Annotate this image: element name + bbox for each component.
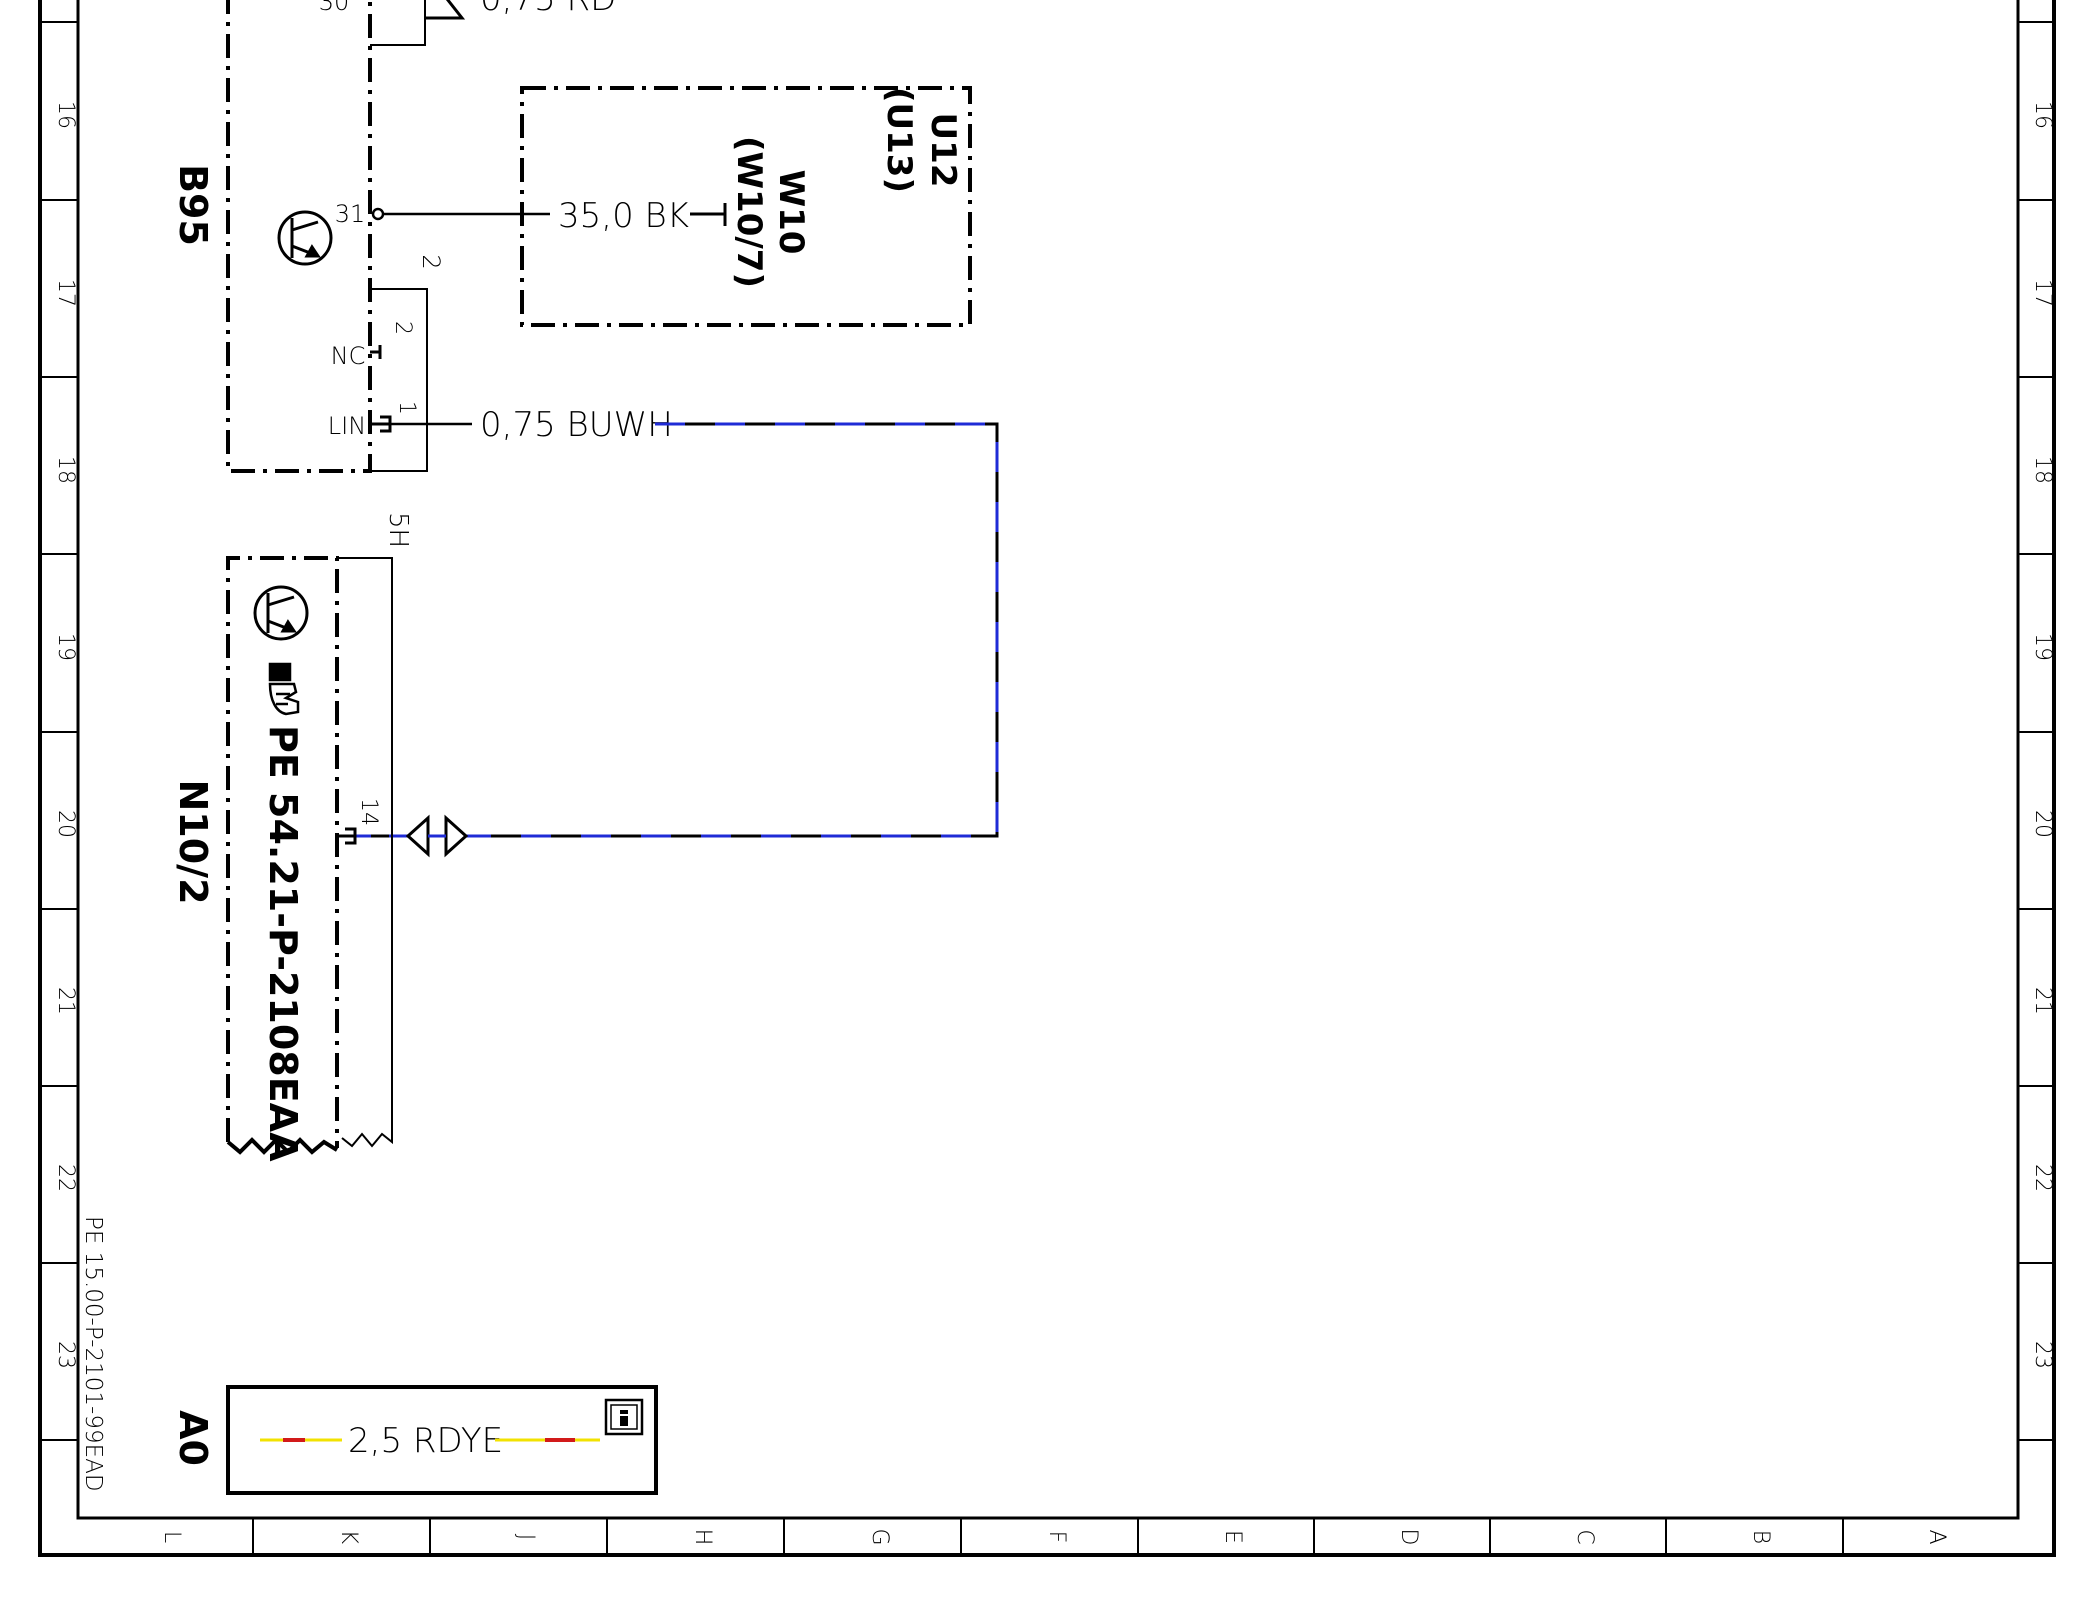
column-label: G — [867, 1528, 892, 1545]
wire-075-rd: 0,75 RD — [425, 0, 616, 20]
row-label: 16 — [53, 101, 78, 129]
row-label: 20 — [53, 810, 78, 838]
row-label: 22 — [2030, 1164, 2055, 1192]
b95-pin-lin: LIN — [328, 412, 366, 440]
column-label: D — [1396, 1529, 1421, 1546]
u12-sub-label: (U13) — [879, 87, 919, 193]
row-label: 17 — [53, 279, 78, 307]
w10-sub-label: (W10/7) — [729, 136, 769, 288]
n10-2-pin-14-terminal — [337, 827, 357, 845]
b95-component: B95 30 31 NC LIN 2 2 1 — [171, 0, 445, 473]
legend-a0-label: A0 — [171, 1410, 215, 1466]
bottom-column-labels: L K J H G F E D C B A — [159, 1528, 1949, 1545]
row-label: 21 — [2030, 987, 2055, 1015]
transistor-icon — [253, 585, 309, 641]
b95-pin-1: 1 — [394, 401, 419, 415]
row-label: 19 — [53, 633, 78, 661]
n10-2-component: 5H N10/2 PE 54.21-P-2108EAA 14 — [171, 512, 413, 1162]
wire-075-buwh-label: 0,75 BUWH — [480, 405, 673, 445]
document-id: PE 15.00-P-2101-99EAD — [80, 1216, 106, 1492]
u12-box — [520, 86, 972, 327]
u12-component: U12 (U13) W10 (W10/7) — [520, 86, 972, 327]
frame — [38, 0, 2056, 1557]
column-label: F — [1044, 1531, 1069, 1544]
legend-box — [226, 1385, 658, 1495]
column-label: K — [336, 1530, 361, 1545]
n10-2-reference: PE 54.21-P-2108EAA — [261, 725, 305, 1162]
column-label: A — [1924, 1529, 1949, 1544]
row-label: 20 — [2030, 810, 2055, 838]
b95-pin-2: 2 — [390, 321, 415, 335]
row-label: 23 — [53, 1341, 78, 1369]
column-label: J — [513, 1534, 538, 1541]
wire-075-rd-arrow — [425, 0, 466, 20]
wire-350-bk-label: 35,0 BK — [558, 196, 689, 236]
left-row-ticks — [40, 21, 78, 1441]
left-row-labels: 16 17 18 19 20 21 22 23 — [53, 101, 78, 1369]
wire-075-buwh-path — [455, 422, 999, 838]
wire-075-rd-label: 0,75 RD — [480, 0, 616, 19]
column-label: B — [1748, 1530, 1773, 1544]
n10-2-label: N10/2 — [171, 779, 215, 904]
n10-2-torn-edge — [226, 1137, 339, 1155]
b95-lin-terminal — [370, 415, 392, 433]
b95-nc-lin-bracket — [370, 288, 428, 472]
w10-label: W10 — [771, 170, 811, 255]
right-row-labels: 16 17 18 19 20 21 22 23 — [2030, 101, 2055, 1369]
row-label: 23 — [2030, 1341, 2055, 1369]
row-label: 18 — [2030, 456, 2055, 484]
n10-2-box — [226, 556, 339, 1148]
b95-pin-30: 30 — [319, 0, 350, 16]
row-label: 19 — [2030, 633, 2055, 661]
legend-a0: A0 2,5 RDYE — [171, 1385, 658, 1495]
b95-pin-nc: NC — [331, 342, 366, 370]
frame-outer — [38, 0, 2056, 1557]
column-label: H — [690, 1529, 715, 1546]
row-label: 18 — [53, 456, 78, 484]
row-label: 16 — [2030, 101, 2055, 129]
b95-pin-31: 31 — [335, 200, 366, 228]
legend-wire-label: 2,5 RDYE — [348, 1421, 503, 1461]
wire-075-buwh-stripe — [455, 422, 999, 838]
b95-pin-30-wire — [370, 0, 426, 46]
frame-inner — [76, 0, 2020, 1520]
column-label: L — [159, 1531, 184, 1543]
info-icon — [604, 1398, 644, 1436]
bottom-column-ticks — [252, 1518, 1844, 1555]
n10-2-connector-label: 5H — [383, 512, 413, 548]
column-label: E — [1220, 1530, 1245, 1544]
row-label: 22 — [53, 1164, 78, 1192]
n10-2-connector-bracket — [337, 557, 393, 1148]
b95-label: B95 — [171, 164, 215, 246]
wire-075-buwh: 0,75 BUWH — [353, 405, 999, 858]
b95-box — [226, 0, 372, 473]
transistor-icon — [277, 210, 333, 266]
row-label: 21 — [53, 987, 78, 1015]
double-arrow-connector-icon — [405, 814, 469, 858]
right-row-ticks — [2018, 21, 2054, 1441]
b95-nc-terminal — [370, 345, 382, 359]
w10-ground-terminal — [690, 203, 727, 226]
hand-pointer-icon — [268, 662, 300, 716]
b95-pin-31-node — [371, 207, 385, 221]
u12-label: U12 — [923, 113, 963, 188]
wire-350-bk: 35,0 BK — [371, 196, 727, 236]
column-label: C — [1572, 1529, 1597, 1544]
b95-bridge-label: 2 — [417, 254, 445, 269]
row-label: 17 — [2030, 279, 2055, 307]
n10-2-pin-14: 14 — [356, 798, 381, 826]
